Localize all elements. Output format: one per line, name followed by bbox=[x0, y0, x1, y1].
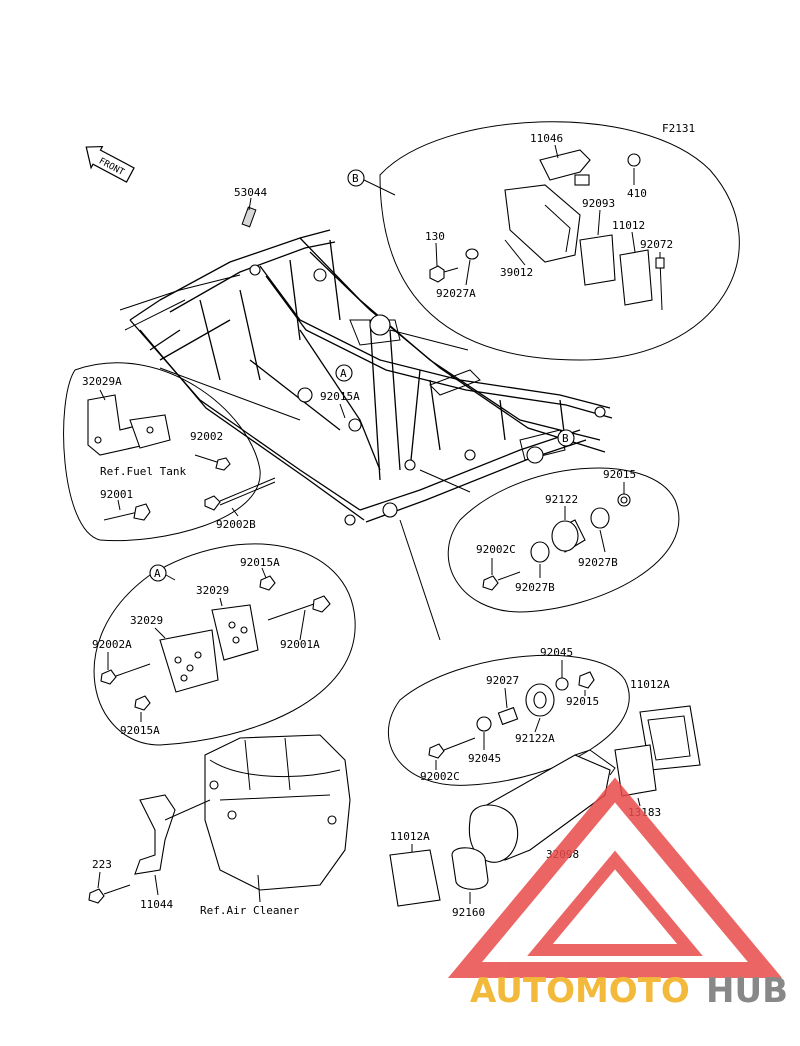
label-92027b-1: 92027B bbox=[578, 556, 618, 569]
label-92015a-top: 92015A bbox=[240, 556, 280, 569]
label-39012: 39012 bbox=[500, 266, 533, 279]
label-92122: 92122 bbox=[545, 493, 578, 506]
label-92001: 92001 bbox=[100, 488, 133, 501]
label-92045-bottom: 92045 bbox=[468, 752, 501, 765]
label-92122a: 92122A bbox=[515, 732, 555, 745]
watermark-logo-icon bbox=[447, 777, 783, 978]
label-92072: 92072 bbox=[640, 238, 673, 251]
label-11012a-top: 11012A bbox=[630, 678, 670, 691]
front-arrow-icon: FRONT bbox=[85, 145, 135, 183]
watermark-part1: AUTOMOTO bbox=[470, 971, 690, 1011]
label-92015-mid: 92015 bbox=[566, 695, 599, 708]
callout-a-frame-label: A bbox=[340, 367, 347, 380]
label-92093: 92093 bbox=[582, 197, 615, 210]
label-32029-2: 32029 bbox=[130, 614, 163, 627]
label-32029-1: 32029 bbox=[196, 584, 229, 597]
label-92002c-right: 92002C bbox=[476, 543, 516, 556]
figure-code: F2131 bbox=[662, 122, 695, 135]
label-32029a: 32029A bbox=[82, 375, 122, 388]
part-11012a-bottom bbox=[389, 849, 441, 907]
label-92001a: 92001A bbox=[280, 638, 320, 651]
ref-air-cleaner: Ref.Air Cleaner bbox=[200, 904, 300, 917]
mount-92122a-group: 92045 92027 92015 92122A 92045 92002C bbox=[388, 519, 630, 786]
callout-a-frame bbox=[335, 364, 353, 382]
label-92002b: 92002B bbox=[216, 518, 256, 531]
callout-b-detail-label: B bbox=[352, 172, 359, 185]
detail-a-group: A 92015A 32029 32029 92002A 92001A 92015… bbox=[92, 543, 356, 746]
callout-a-detail-label: A bbox=[154, 567, 161, 580]
label-92002c-mid: 92002C bbox=[420, 770, 460, 783]
ref-fuel-tank: Ref.Fuel Tank bbox=[100, 465, 186, 478]
callout-b-frame-label: B bbox=[562, 432, 569, 445]
label-92002a: 92002A bbox=[92, 638, 132, 651]
callout-b-frame bbox=[557, 429, 575, 447]
label-130: 130 bbox=[425, 230, 445, 243]
label-223: 223 bbox=[92, 858, 112, 871]
label-92045-top: 92045 bbox=[540, 646, 573, 659]
label-53044: 53044 bbox=[234, 186, 267, 199]
air-cleaner-group: Ref.Air Cleaner 11044 223 bbox=[88, 734, 351, 917]
label-11044: 11044 bbox=[140, 898, 173, 911]
label-92027: 92027 bbox=[486, 674, 519, 687]
label-410: 410 bbox=[627, 187, 647, 200]
watermark-part2: HUB bbox=[706, 971, 788, 1011]
main-frame bbox=[119, 229, 613, 526]
label-11046: 11046 bbox=[530, 132, 563, 145]
detail-b-group: B 11046 410 39012 92093 11012 92072 130 bbox=[347, 121, 740, 361]
label-11012: 11012 bbox=[612, 219, 645, 232]
label-92015-right: 92015 bbox=[603, 468, 636, 481]
label-11012a-bottom: 11012A bbox=[390, 830, 430, 843]
label-92002: 92002 bbox=[190, 430, 223, 443]
label-92027b-2: 92027B bbox=[515, 581, 555, 594]
label-92027a: 92027A bbox=[436, 287, 476, 300]
label-92015a-frame: 92015A bbox=[320, 390, 360, 403]
label-92160: 92160 bbox=[452, 906, 485, 919]
label-92015a-bottom: 92015A bbox=[120, 724, 160, 737]
mount-92122-group: 92015 92122 92027B 92027B 92002C bbox=[419, 467, 680, 613]
fuel-tank-bracket-group: 32029A 92002 Ref.Fuel Tank 92001 bbox=[63, 362, 301, 542]
